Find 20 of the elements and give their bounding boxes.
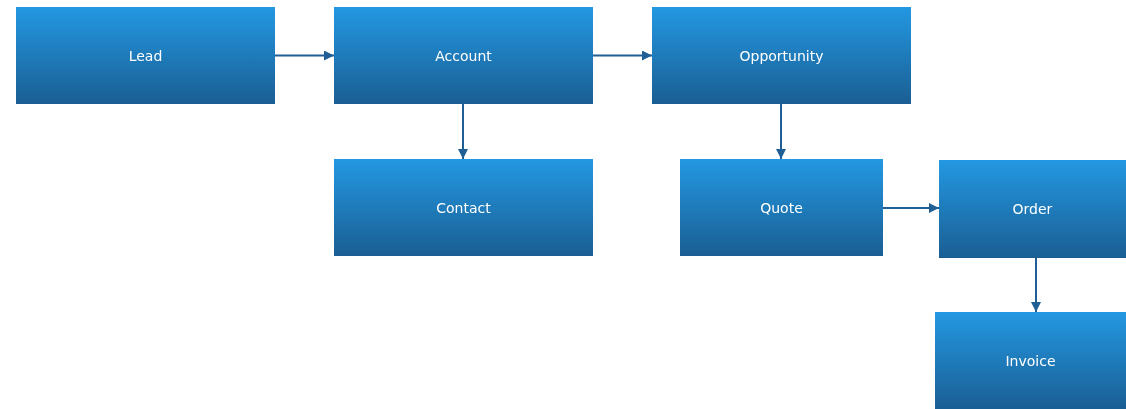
box-label: Contact (436, 199, 491, 216)
process-box (935, 312, 1126, 409)
box-label: Order (1012, 201, 1053, 217)
process-box (680, 159, 883, 256)
process-box (334, 7, 593, 104)
arrow (1031, 257, 1041, 313)
arrow (274, 50, 335, 61)
box-label: Invoice (1005, 352, 1056, 369)
box-label: Account (435, 47, 492, 64)
process-box (939, 160, 1126, 258)
arrow (458, 103, 468, 160)
box-label: Opportunity (739, 47, 824, 64)
box-label: Quote (760, 199, 803, 216)
box-label: Lead (128, 47, 163, 64)
process-box (334, 159, 593, 256)
arrow (592, 50, 653, 61)
arrow (776, 103, 786, 160)
process-box (16, 7, 275, 104)
process-box (652, 7, 911, 104)
arrow (882, 203, 940, 213)
